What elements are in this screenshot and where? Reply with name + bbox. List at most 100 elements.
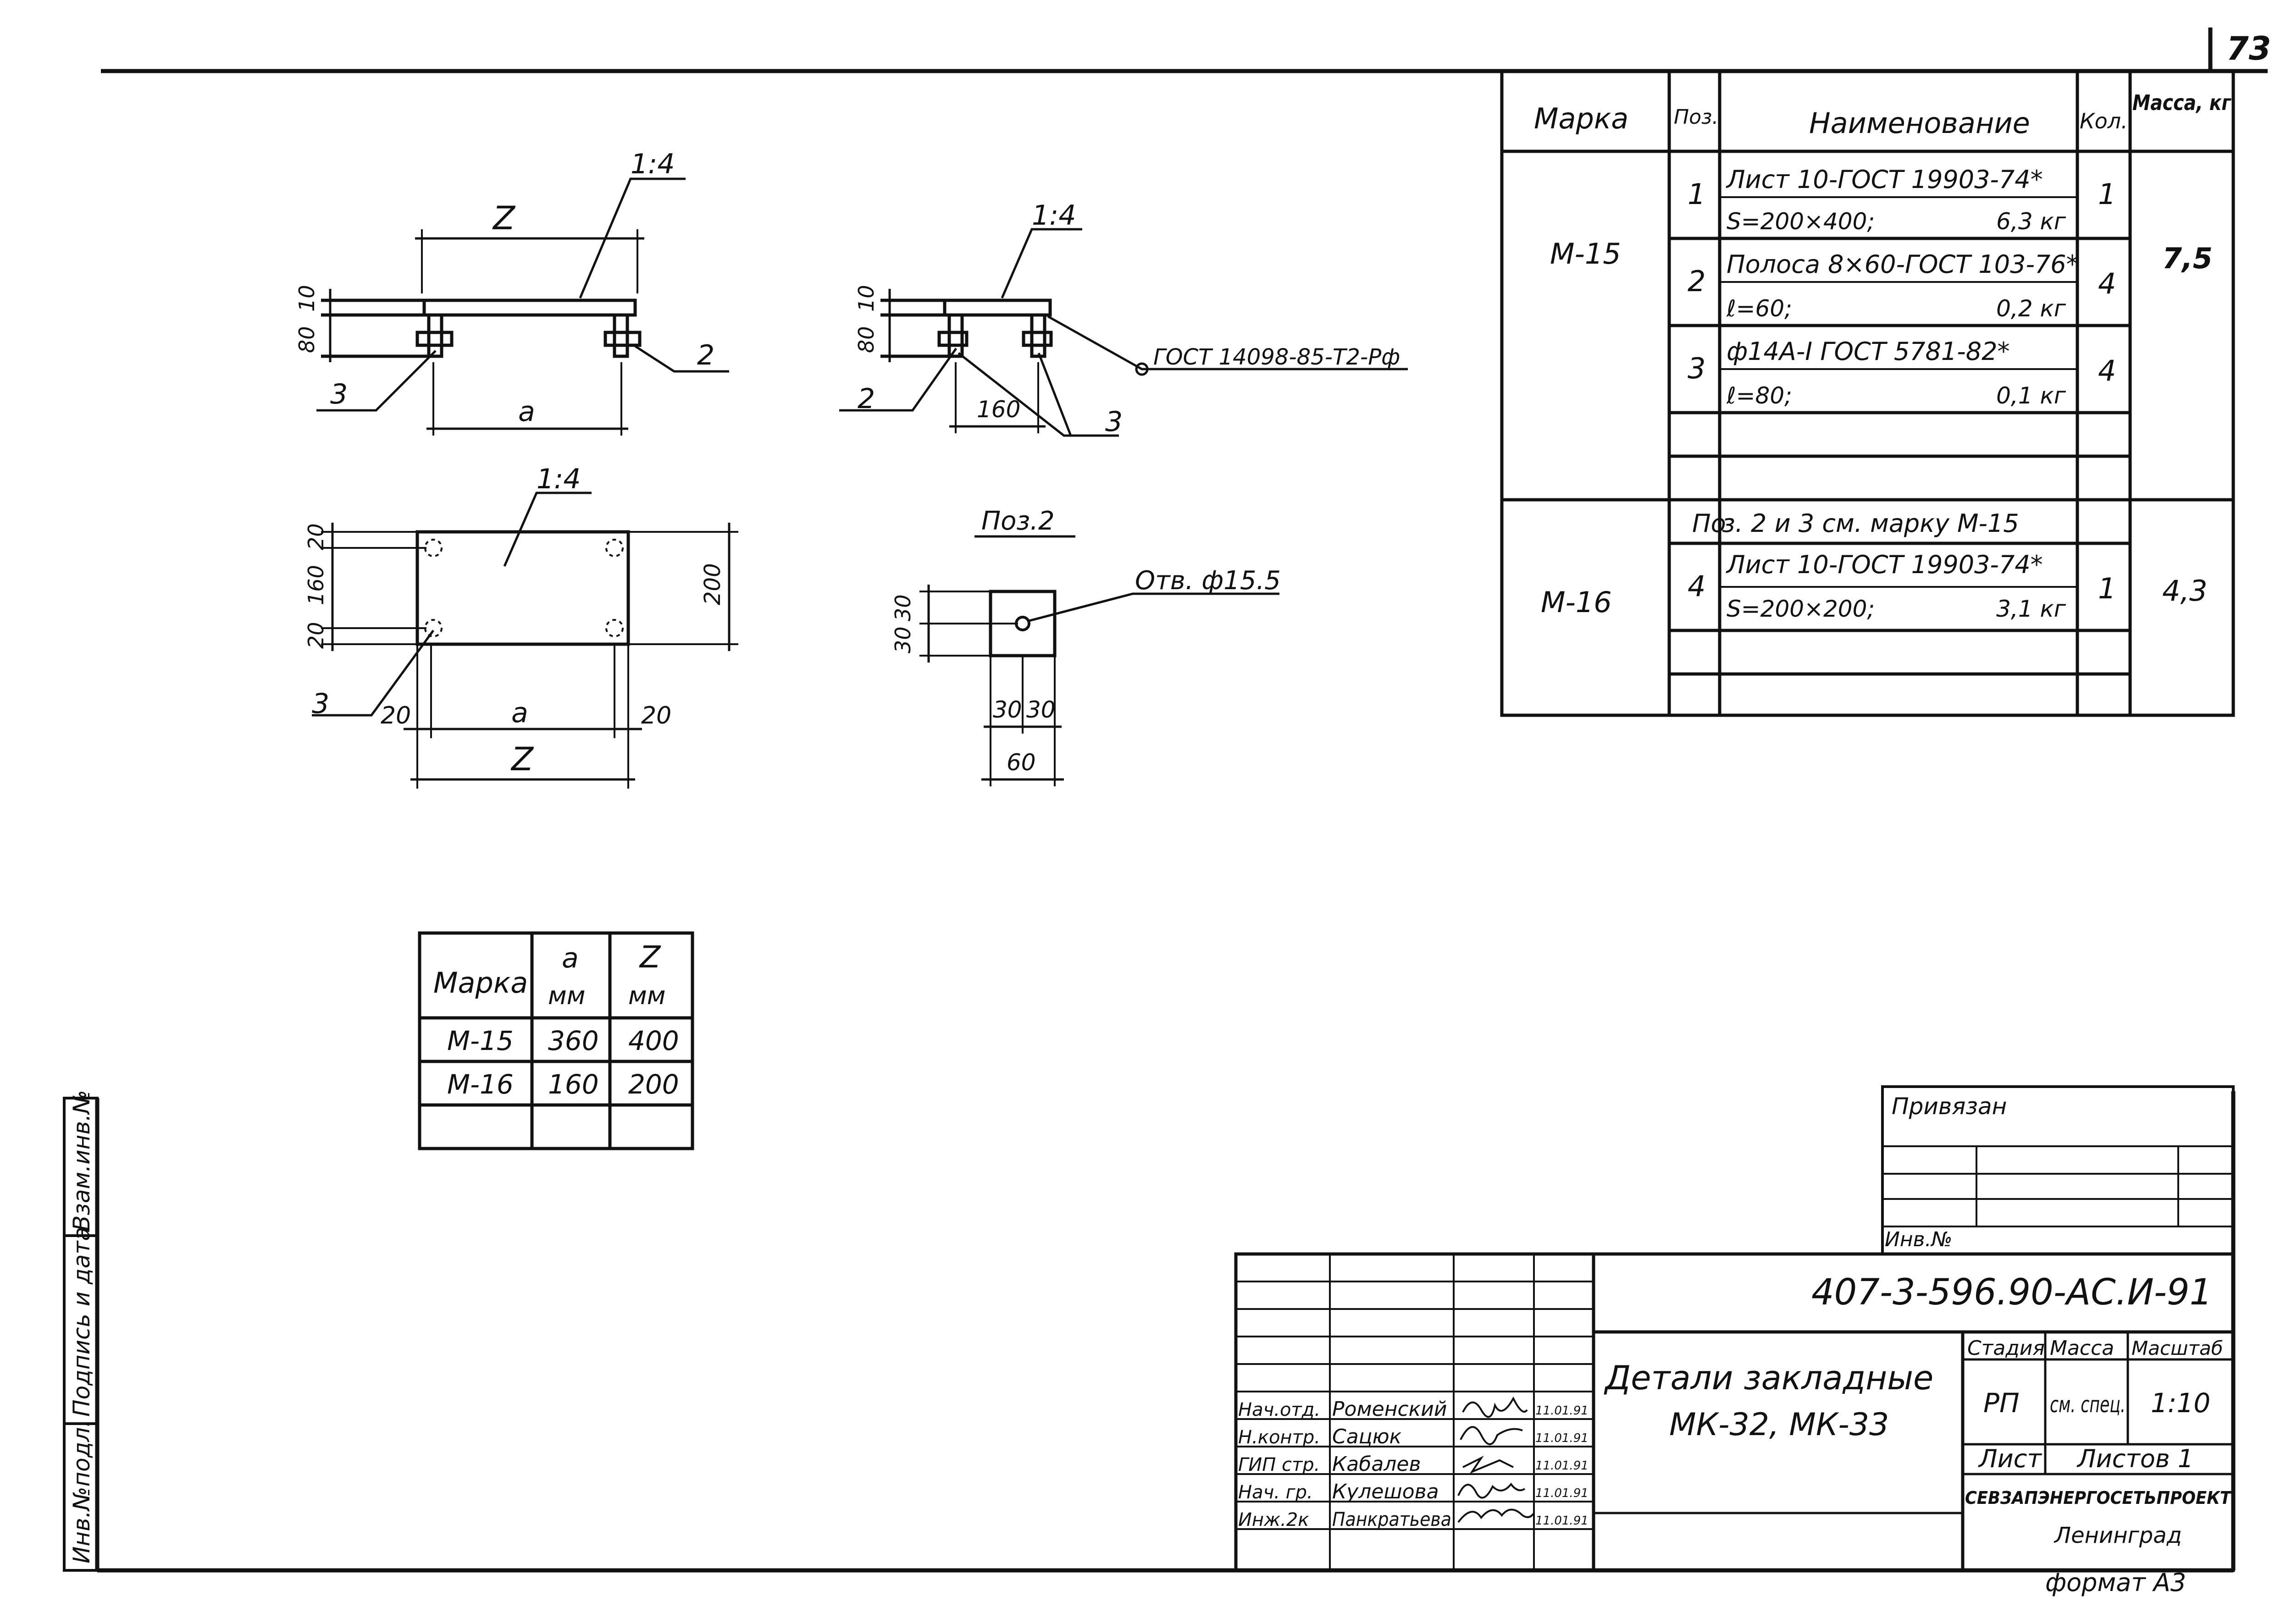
side-view: 1:4 10 80 160 ГОСТ 14098-85-Т2-Рф 2 3 <box>839 199 1408 438</box>
spec-m16-mass: 4,3 <box>2162 574 2208 608</box>
privyazan-title: Привязан <box>1892 1093 2007 1120</box>
spec-m15-row2-name: Полоса 8×60-ГОСТ 103-76* <box>1727 250 2079 279</box>
spec-m15-row1-weight: 6,3 кг <box>1996 208 2066 235</box>
plan-dim-20-right: 20 <box>641 702 671 729</box>
front-dim-a: a <box>518 396 535 428</box>
spec-m15-row1-qty: 1 <box>2098 177 2116 211</box>
spec-m15-row3-pos: 3 <box>1688 352 1705 385</box>
staff-name-3: Кабалев <box>1332 1453 1421 1476</box>
staff-date-3: 11.01.91 <box>1535 1459 1589 1473</box>
dims-header-mark: Марка <box>433 966 528 1000</box>
spec-m16-mark: М-16 <box>1541 586 1612 619</box>
weld-gost-label: ГОСТ 14098-85-Т2-Рф <box>1153 344 1400 370</box>
sheets-label: Листов 1 <box>2076 1444 2193 1473</box>
front-dim-10: 10 <box>294 285 319 312</box>
drawing-title-line1: Детали закладные <box>1604 1359 1933 1397</box>
front-pos-2: 2 <box>697 339 714 371</box>
privyazan-inv: Инв.№ <box>1885 1228 1952 1251</box>
staff-name-2: Сацюк <box>1332 1425 1402 1448</box>
drawing-title-line2: МК-32, МК-33 <box>1669 1407 1889 1443</box>
spec-m16-detail: S=200×200; <box>1727 596 1875 622</box>
spec-m15-row3-weight: 0,1 кг <box>1996 382 2066 409</box>
side-scale-label: 1:4 <box>1032 199 1076 232</box>
dims-row2-z: 200 <box>628 1069 679 1100</box>
front-view: 1:4 Z 10 80 a 2 3 <box>294 148 729 436</box>
side-stamp-vzam: Взам.инв.№ <box>68 1090 95 1231</box>
plan-pos-3: 3 <box>312 688 329 720</box>
spec-m15-row2-weight: 0,2 кг <box>1996 295 2066 322</box>
pos2-dim-30-left-bottom: 30 <box>891 626 915 653</box>
pos2-dim-30-a: 30 <box>993 696 1022 723</box>
side-stamp: Инв.№подл. Подпись и дата Взам.инв.№ <box>63 1090 99 1572</box>
pos2-dim-30-left-top: 30 <box>891 594 915 621</box>
plan-view: 1:4 20 160 20 200 20 a 20 Z 3 <box>304 463 738 789</box>
plan-scale-label: 1:4 <box>537 463 581 495</box>
staff-date-1: 11.01.91 <box>1535 1404 1589 1418</box>
stadia-label: Стадия <box>1967 1337 2045 1360</box>
city-name: Ленинград <box>2054 1523 2182 1548</box>
side-dim-10: 10 <box>854 285 879 312</box>
sheet-label: Лист <box>1978 1444 2042 1473</box>
staff-role-3: ГИП стр. <box>1238 1454 1320 1475</box>
spec-m15-row1-detail: S=200×400; <box>1727 208 1875 235</box>
plan-dim-20-top: 20 <box>304 523 328 550</box>
spec-m15-row2-pos: 2 <box>1688 265 1705 298</box>
spec-m16-weight: 3,1 кг <box>1996 596 2066 622</box>
spec-m15-row3-qty: 4 <box>2098 354 2116 387</box>
plan-dim-160: 160 <box>304 565 328 605</box>
plan-dim-20-bottom: 20 <box>304 622 328 649</box>
front-dim-z: Z <box>492 199 516 237</box>
spec-header-mark: Марка <box>1534 102 1628 135</box>
side-stamp-inv-podl: Инв.№подл. <box>68 1420 95 1563</box>
spec-m15-row3-detail: ℓ=80; <box>1726 382 1792 409</box>
spec-header-qty: Кол. <box>2080 109 2128 133</box>
hole-label: Отв. ф15.5 <box>1135 566 1281 596</box>
staff-role-2: Н.контр. <box>1238 1427 1320 1448</box>
spec-m15-row1-name: Лист 10-ГОСТ 19903-74* <box>1726 165 2043 194</box>
side-pos-2: 2 <box>858 383 875 415</box>
plan-dim-20-left: 20 <box>381 702 411 729</box>
staff-date-4: 11.01.91 <box>1535 1486 1589 1500</box>
mass-label: Масса <box>2050 1337 2114 1360</box>
front-dim-80: 80 <box>294 326 319 353</box>
spec-m16-pos: 4 <box>1688 569 1705 603</box>
pos2-detail: Поз.2 Отв. ф15.5 30 30 30 30 60 <box>891 506 1281 786</box>
staff-role-1: Нач.отд. <box>1238 1399 1320 1420</box>
dims-header-a: а <box>562 942 579 974</box>
privyazan-block: Привязан Инв.№ <box>1881 1085 2235 1255</box>
spec-header-pos: Поз. <box>1674 105 1718 129</box>
page-number: 73 <box>2226 30 2271 67</box>
dims-row2-a: 160 <box>548 1069 599 1100</box>
title-block: Нач.отд. Роменский 11.01.91 Н.контр. Сац… <box>1234 1252 2235 1597</box>
side-dim-80: 80 <box>854 326 879 353</box>
pos2-dim-60: 60 <box>1007 749 1036 776</box>
staff-name-1: Роменский <box>1332 1398 1447 1421</box>
pos2-title: Поз.2 <box>981 506 1055 536</box>
dims-row1-z: 400 <box>628 1025 679 1056</box>
signatures <box>1457 1396 1535 1523</box>
spec-m16-note-prefix: По <box>1692 509 1726 538</box>
dims-row2-mark: М-16 <box>447 1069 514 1100</box>
document-code: 407-3-596.90-АС.И-91 <box>1811 1272 2212 1313</box>
spec-header-mass: Масса, кг <box>2132 90 2232 115</box>
staff-name-5: Панкратьева <box>1332 1508 1451 1530</box>
dims-row1-a: 360 <box>548 1025 599 1056</box>
dims-row1-mark: М-15 <box>447 1025 514 1056</box>
side-dim-160: 160 <box>977 396 1020 423</box>
mass-value: см. спец. <box>2050 1392 2126 1418</box>
scale-label: Масштаб <box>2131 1337 2223 1359</box>
spec-m15-row2-detail: ℓ=60; <box>1726 295 1792 322</box>
side-stamp-signature: Подпись и дата <box>68 1227 95 1417</box>
spec-m15-row3-name: ф14А-I ГОСТ 5781-82* <box>1727 337 2009 366</box>
dims-header-a-unit: мм <box>548 981 585 1010</box>
plan-dim-a: a <box>511 697 528 729</box>
staff-date-2: 11.01.91 <box>1535 1431 1589 1445</box>
dims-table: Марка а мм Z мм М-15 360 400 М-16 160 20… <box>418 931 694 1150</box>
staff-name-4: Кулешова <box>1332 1480 1439 1503</box>
spec-table: Марка Поз. Наименование Кол. Масса, кг М… <box>1500 69 2235 717</box>
front-pos-3: 3 <box>330 378 348 410</box>
spec-header-name: Наименование <box>1809 106 2030 140</box>
spec-m16-name: Лист 10-ГОСТ 19903-74* <box>1726 550 2043 579</box>
spec-m15-row1-pos: 1 <box>1688 177 1705 211</box>
